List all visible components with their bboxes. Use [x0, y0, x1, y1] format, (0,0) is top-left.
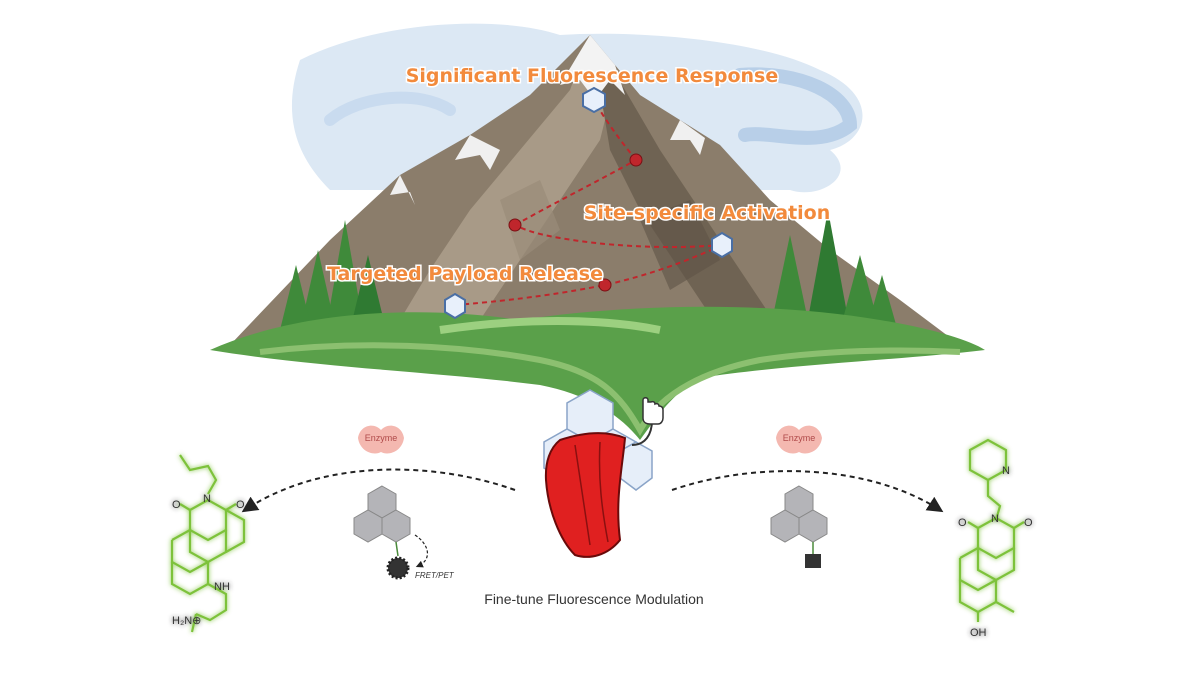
path-hexagon-middle: [711, 231, 733, 259]
path-waypoint-dot: [508, 218, 522, 232]
arrow-right: [671, 470, 944, 513]
left-molecule-o-bottom: O: [236, 499, 245, 511]
pointing-hand-icon: [642, 397, 664, 425]
label-targeted-payload-release: Targeted Payload Release: [327, 263, 603, 285]
enzyme-left: Enzyme: [358, 425, 404, 454]
probe-cluster-right: [770, 485, 828, 568]
fret-pet-label: FRET/PET: [415, 571, 455, 580]
trees-left: [280, 220, 386, 335]
molecule-right: N O O N OH: [958, 438, 1033, 639]
enzyme-left-label: Enzyme: [365, 433, 398, 443]
right-molecule-o-bottom: O: [1024, 517, 1033, 529]
hero-cape: [544, 432, 627, 558]
enzyme-right: Enzyme: [776, 425, 822, 454]
label-site-specific-activation: Site-specific Activation: [584, 202, 831, 224]
arrow-left: [241, 468, 516, 513]
path-waypoint-dot: [629, 153, 643, 167]
path-waypoint-dot: [598, 278, 612, 292]
probe-cluster-left: FRET/PET: [353, 485, 455, 580]
path-hexagon-start: [444, 292, 466, 320]
label-significant-fluorescence: Significant Fluorescence Response: [406, 65, 779, 87]
right-molecule-o-top: O: [958, 517, 967, 529]
left-molecule-nh: NH: [214, 581, 230, 593]
left-molecule-o-top: O: [172, 499, 181, 511]
right-molecule-oh: OH: [970, 627, 987, 639]
right-molecule-n: N: [991, 513, 999, 525]
grass-hill: [210, 306, 985, 440]
caption-fine-tune: Fine-tune Fluorescence Modulation: [484, 591, 703, 607]
mountain: [230, 35, 960, 345]
path-hexagon-peak: [582, 86, 606, 114]
left-molecule-h2n: H₂N⊕: [172, 615, 201, 627]
right-molecule-pyridine-n: N: [1002, 465, 1010, 477]
left-molecule-n: N: [203, 493, 211, 505]
molecule-left: O O N NH H₂N⊕: [170, 454, 246, 633]
enzyme-right-label: Enzyme: [783, 433, 816, 443]
